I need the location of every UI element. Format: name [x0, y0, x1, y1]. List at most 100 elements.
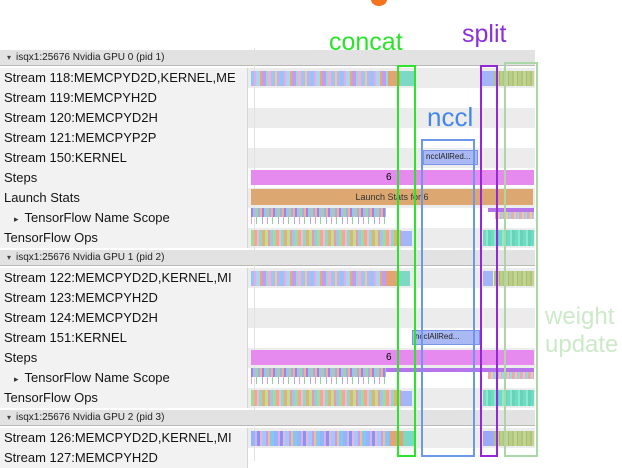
track-label: Stream 122:MEMCPYD2D,KERNEL,MI: [0, 268, 248, 288]
trace-viewer: ▾ isqx1:25676 Nvidia GPU 0 (pid 1) Stream …: [0, 48, 622, 468]
track-timeline: [248, 108, 622, 128]
track-label: Stream 123:MEMCPYH2D: [0, 288, 248, 308]
gpu-section-header-label: isqx1:25676 Nvidia GPU 0 (pid 1): [16, 52, 165, 63]
track-row: TensorFlow Ops: [0, 228, 622, 248]
track-row: Stream 120:MEMCPYD2H: [0, 108, 622, 128]
track-timeline: [248, 268, 622, 288]
tf-name-scope-strip[interactable]: [251, 368, 534, 372]
expand-arrow-icon[interactable]: ▸: [14, 214, 19, 224]
track-timeline: 6: [248, 168, 622, 188]
tf-name-scope-bars[interactable]: [251, 368, 386, 385]
tf-name-scope-strip[interactable]: [488, 208, 534, 212]
tf-ops-teal-bar[interactable]: [483, 230, 534, 246]
track-label: Steps: [0, 348, 248, 368]
split-annotation-label: split: [462, 20, 507, 48]
track-row: Stream 119:MEMCPYH2D: [0, 88, 622, 108]
track-row: Steps 6: [0, 348, 622, 368]
track-row: Stream 121:MEMCPYP2P: [0, 128, 622, 148]
track-timeline: [248, 208, 622, 228]
track-label: Launch Stats: [0, 188, 248, 208]
track-timeline: ncclAllRed...: [248, 148, 622, 168]
tf-name-scope-bars[interactable]: [251, 208, 386, 225]
event-block[interactable]: [481, 71, 494, 86]
event-block[interactable]: [390, 431, 403, 446]
split-annotation-box: [480, 65, 498, 457]
steps-bar[interactable]: 6: [251, 350, 534, 365]
track-stripe-background: [248, 108, 535, 128]
track-timeline: [248, 388, 622, 408]
stream-activity-bars[interactable]: [251, 271, 386, 286]
track-label-text: Stream 123:MEMCPYH2D: [4, 290, 158, 305]
event-block[interactable]: [483, 431, 494, 446]
nccl-allreduce-bar-label: ncclAllRed...: [415, 332, 460, 341]
track-label: Stream 150:KERNEL: [0, 148, 248, 168]
track-label-text: Steps: [4, 350, 38, 365]
track-label-text: Stream 121:MEMCPYP2P: [4, 130, 157, 145]
gpu-section-header[interactable]: ▾ isqx1:25676 Nvidia GPU 0 (pid 1): [0, 48, 622, 68]
event-block[interactable]: [401, 391, 412, 406]
track-label: Steps: [0, 168, 248, 188]
track-timeline: [248, 368, 622, 388]
track-label-text: TensorFlow Ops: [4, 390, 98, 405]
track-label-text: TensorFlow Name Scope: [24, 210, 170, 225]
track-label: TensorFlow Ops: [0, 228, 248, 248]
gpu-section-header-band[interactable]: ▾isqx1:25676 Nvidia GPU 2 (pid 3): [0, 410, 535, 426]
track-label-text: Stream 118:MEMCPYD2D,KERNEL,ME: [4, 70, 236, 85]
track-row: TensorFlow Ops: [0, 388, 622, 408]
track-row: Stream 124:MEMCPYD2H: [0, 308, 622, 328]
track-label-text: Stream 124:MEMCPYD2H: [4, 310, 158, 325]
event-block[interactable]: [401, 231, 412, 246]
steps-bar-label: 6: [386, 172, 392, 183]
track-stripe-background: [248, 308, 535, 328]
track-timeline: ncclAllRed...: [248, 328, 622, 348]
track-label-text: Stream 127:MEMCPYH2D: [4, 450, 158, 465]
concat-annotation-label: concat: [329, 28, 403, 56]
launch-stats-bar[interactable]: Launch Stats for 6: [251, 189, 533, 205]
gpu-section-header[interactable]: ▾isqx1:25676 Nvidia GPU 2 (pid 3): [0, 408, 622, 428]
tf-ops-bars[interactable]: [251, 390, 401, 406]
expand-arrow-icon[interactable]: ▸: [14, 374, 19, 384]
stream-activity-bars[interactable]: [251, 71, 388, 86]
track-timeline: [248, 308, 622, 328]
nccl-annotation-box: [421, 139, 475, 457]
track-label-text: Stream 126:MEMCPYD2D,KERNEL,MI: [4, 430, 232, 445]
concat-annotation-box: [397, 65, 416, 457]
gpu-section-header[interactable]: ▾ isqx1:25676 Nvidia GPU 1 (pid 2): [0, 248, 622, 268]
event-block[interactable]: [386, 271, 397, 286]
track-row: ▸ TensorFlow Name Scope: [0, 208, 622, 228]
nccl-allreduce-bar[interactable]: ncclAllRed...: [423, 150, 478, 165]
track-timeline: Launch Stats for 6: [248, 188, 622, 208]
tf-ops-bars[interactable]: [251, 230, 401, 246]
steps-bar[interactable]: 6: [251, 170, 534, 185]
track-label: Stream 119:MEMCPYH2D: [0, 88, 248, 108]
track-label: Stream 124:MEMCPYD2H: [0, 308, 248, 328]
track-label-text: Steps: [4, 170, 38, 185]
event-block[interactable]: [397, 271, 410, 286]
track-timeline: [248, 428, 622, 448]
trace-start-gridline: [254, 48, 255, 461]
gpu-section-header-label: isqx1:25676 Nvidia GPU 1 (pid 2): [16, 252, 165, 263]
track-timeline: [248, 228, 622, 248]
tf-ops-teal-bar[interactable]: [483, 390, 534, 406]
cropped-orange-glyph: [371, 0, 387, 6]
track-label-text: Launch Stats: [4, 190, 80, 205]
collapse-arrow-icon[interactable]: ▾: [7, 53, 12, 62]
track-label[interactable]: ▸TensorFlow Name Scope: [0, 368, 248, 388]
collapse-arrow-icon[interactable]: ▾: [7, 413, 12, 422]
event-block[interactable]: [403, 431, 414, 446]
nccl-allreduce-bar[interactable]: ncclAllRed...: [412, 330, 480, 345]
track-label: Stream 121:MEMCPYP2P: [0, 128, 248, 148]
collapse-arrow-icon[interactable]: ▾: [7, 253, 12, 262]
track-label-text: Stream 120:MEMCPYD2H: [4, 110, 158, 125]
track-label: Stream 118:MEMCPYD2D,KERNEL,ME: [0, 68, 248, 88]
track-label[interactable]: ▸ TensorFlow Name Scope: [0, 208, 248, 228]
tf-name-scope-ministripes[interactable]: [488, 372, 534, 379]
event-block[interactable]: [400, 71, 414, 86]
stream-activity-bars[interactable]: [251, 431, 390, 446]
event-block[interactable]: [483, 271, 493, 286]
gpu-section-header-band[interactable]: ▾ isqx1:25676 Nvidia GPU 1 (pid 2): [0, 250, 535, 266]
tf-name-scope-ministripes[interactable]: [495, 212, 534, 219]
track-label: Stream 126:MEMCPYD2D,KERNEL,MI: [0, 428, 248, 448]
gpu-section-header-band[interactable]: ▾ isqx1:25676 Nvidia GPU 0 (pid 1): [0, 50, 535, 66]
